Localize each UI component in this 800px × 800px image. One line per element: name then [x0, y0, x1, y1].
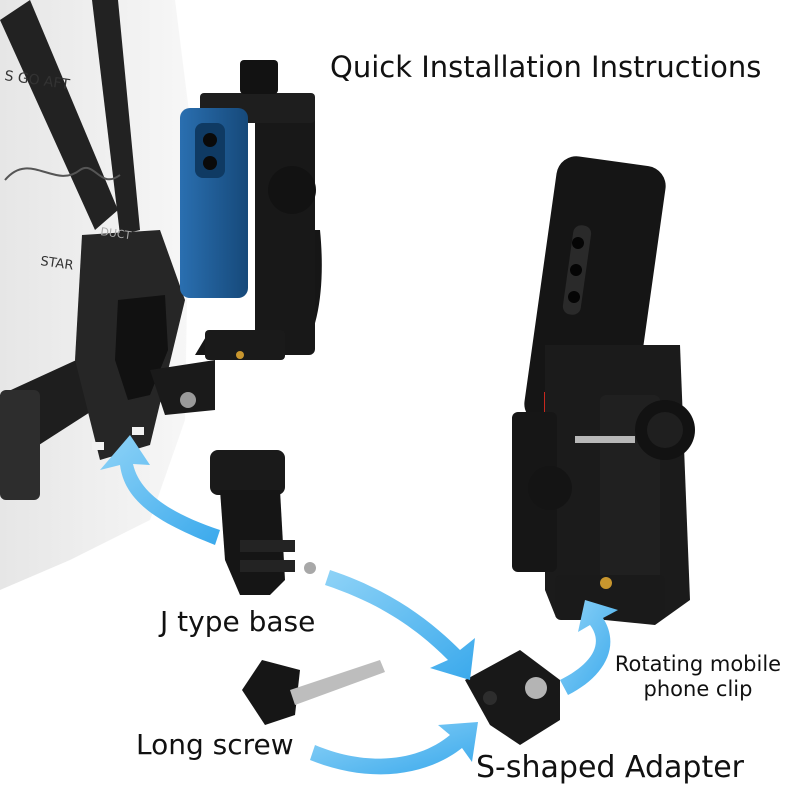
- s-shaped-adapter-label: S-shaped Adapter: [476, 750, 744, 785]
- j-type-base-label: J type base: [160, 605, 316, 638]
- shirt-script: [4, 167, 121, 181]
- screw-head: [242, 660, 300, 725]
- rotating-clip-label-line-2: phone clip: [643, 677, 753, 701]
- j-type-base-part: [210, 450, 316, 595]
- installation-arrows: [100, 435, 618, 775]
- s-adapter-screw: [525, 677, 547, 699]
- harness-strap-right: [92, 0, 140, 235]
- j-base-screw-tip: [304, 562, 316, 574]
- arrow-adapter-to-clip: [560, 600, 618, 695]
- mounted-camera-lens-1: [203, 133, 217, 147]
- rotating-clip-photo: [512, 156, 695, 625]
- j-base-prong-2: [240, 560, 295, 572]
- mounted-clip-knob-side: [268, 166, 316, 214]
- page-title: Quick Installation Instructions: [330, 50, 762, 84]
- phone-lens-3: [568, 291, 580, 303]
- mounted-s-adapter: [150, 360, 215, 415]
- mounted-clip-bottom: [205, 330, 285, 360]
- rotating-clip-label: Rotating mobile phone clip: [598, 652, 798, 702]
- shirt-print-2: STAR: [39, 254, 74, 273]
- long-screw-label: Long screw: [136, 728, 294, 761]
- s-adapter-hole: [483, 691, 497, 705]
- arrow-j-to-adapter: [325, 570, 475, 680]
- clip-brass-insert: [600, 577, 612, 589]
- clip-thread: [575, 436, 635, 443]
- j-base-prong: [240, 540, 295, 552]
- phone-lens-1: [572, 237, 584, 249]
- mounted-camera-lens-2: [203, 156, 217, 170]
- s-adapter-part: [465, 650, 560, 745]
- s-adapter-body: [465, 650, 560, 745]
- mounted-clip-knob-top: [240, 60, 278, 94]
- shirt-print-3: DUCT: [100, 225, 133, 242]
- harness-strap-left: [0, 0, 118, 230]
- screw-shaft: [290, 660, 385, 705]
- clip-knob-inner: [647, 412, 683, 448]
- mounted-clip-body: [255, 95, 315, 355]
- mounted-phone-camera: [195, 123, 225, 178]
- phone-lens-2: [570, 264, 582, 276]
- rotating-clip-label-line-1: Rotating mobile: [614, 652, 782, 676]
- long-screw-part: [242, 660, 385, 725]
- clip-base: [555, 575, 665, 620]
- mounted-screw: [180, 392, 196, 408]
- buckle: [0, 390, 40, 500]
- mounted-brass-insert: [236, 351, 244, 359]
- arrow-screw-to-adapter: [310, 722, 478, 775]
- clip-knob-front: [528, 466, 572, 510]
- slot-1: [92, 442, 104, 450]
- chest-harness-photo: S GO AFT STAR DUCT: [0, 0, 322, 590]
- slot-2: [132, 427, 144, 435]
- j-base-top: [210, 450, 285, 495]
- arrow-j-to-harness: [100, 435, 220, 545]
